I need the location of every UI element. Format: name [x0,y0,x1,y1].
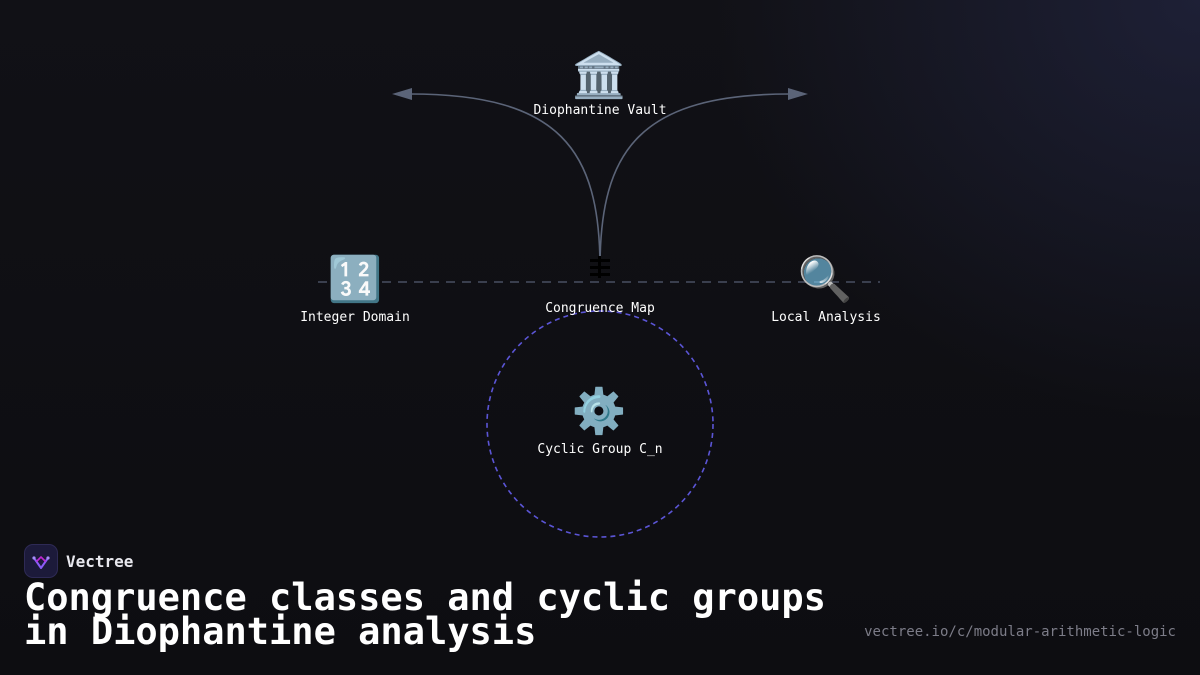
node-vault[interactable]: 🏛️ Diophantine Vault [533,50,666,118]
node-congruence-map[interactable]: Congruence Map [545,256,655,316]
node-local-analysis-label: Local Analysis [771,310,881,325]
node-integer-domain[interactable]: 🔢 Integer Domain [300,254,410,325]
headline-line-2: in Diophantine analysis [24,610,537,653]
headline-line-1: Congruence classes and cyclic groups [24,576,826,619]
magnifying-glass-icon: 🔍 [798,251,853,305]
node-congruence-map-label: Congruence Map [545,301,655,316]
source-url[interactable]: vectree.io/c/modular-arithmetic-logic [864,624,1176,640]
node-vault-label: Diophantine Vault [533,103,666,118]
arrow-right-icon [788,88,808,100]
vectree-logo-icon [24,544,58,578]
node-cyclic-group-label: Cyclic Group C_n [537,442,662,457]
brand-name: Vectree [66,551,134,571]
curve-left [409,93,601,269]
congruence-symbol-icon [590,256,610,278]
headline: Congruence classes and cyclic groups in … [24,576,844,653]
cyclic-group-ring [486,310,714,538]
node-integer-domain-label: Integer Domain [300,310,410,325]
brand[interactable]: Vectree [24,544,133,578]
node-local-analysis[interactable]: 🔍 Local Analysis [771,251,881,325]
gear-icon: ⚙️ [572,386,627,437]
classical-building-icon: 🏛️ [572,50,627,101]
arrow-left-icon [392,88,412,100]
curve-right [599,93,791,269]
node-cyclic-group[interactable]: ⚙️ Cyclic Group C_n [537,386,662,457]
input-numbers-icon: 🔢 [328,254,383,305]
